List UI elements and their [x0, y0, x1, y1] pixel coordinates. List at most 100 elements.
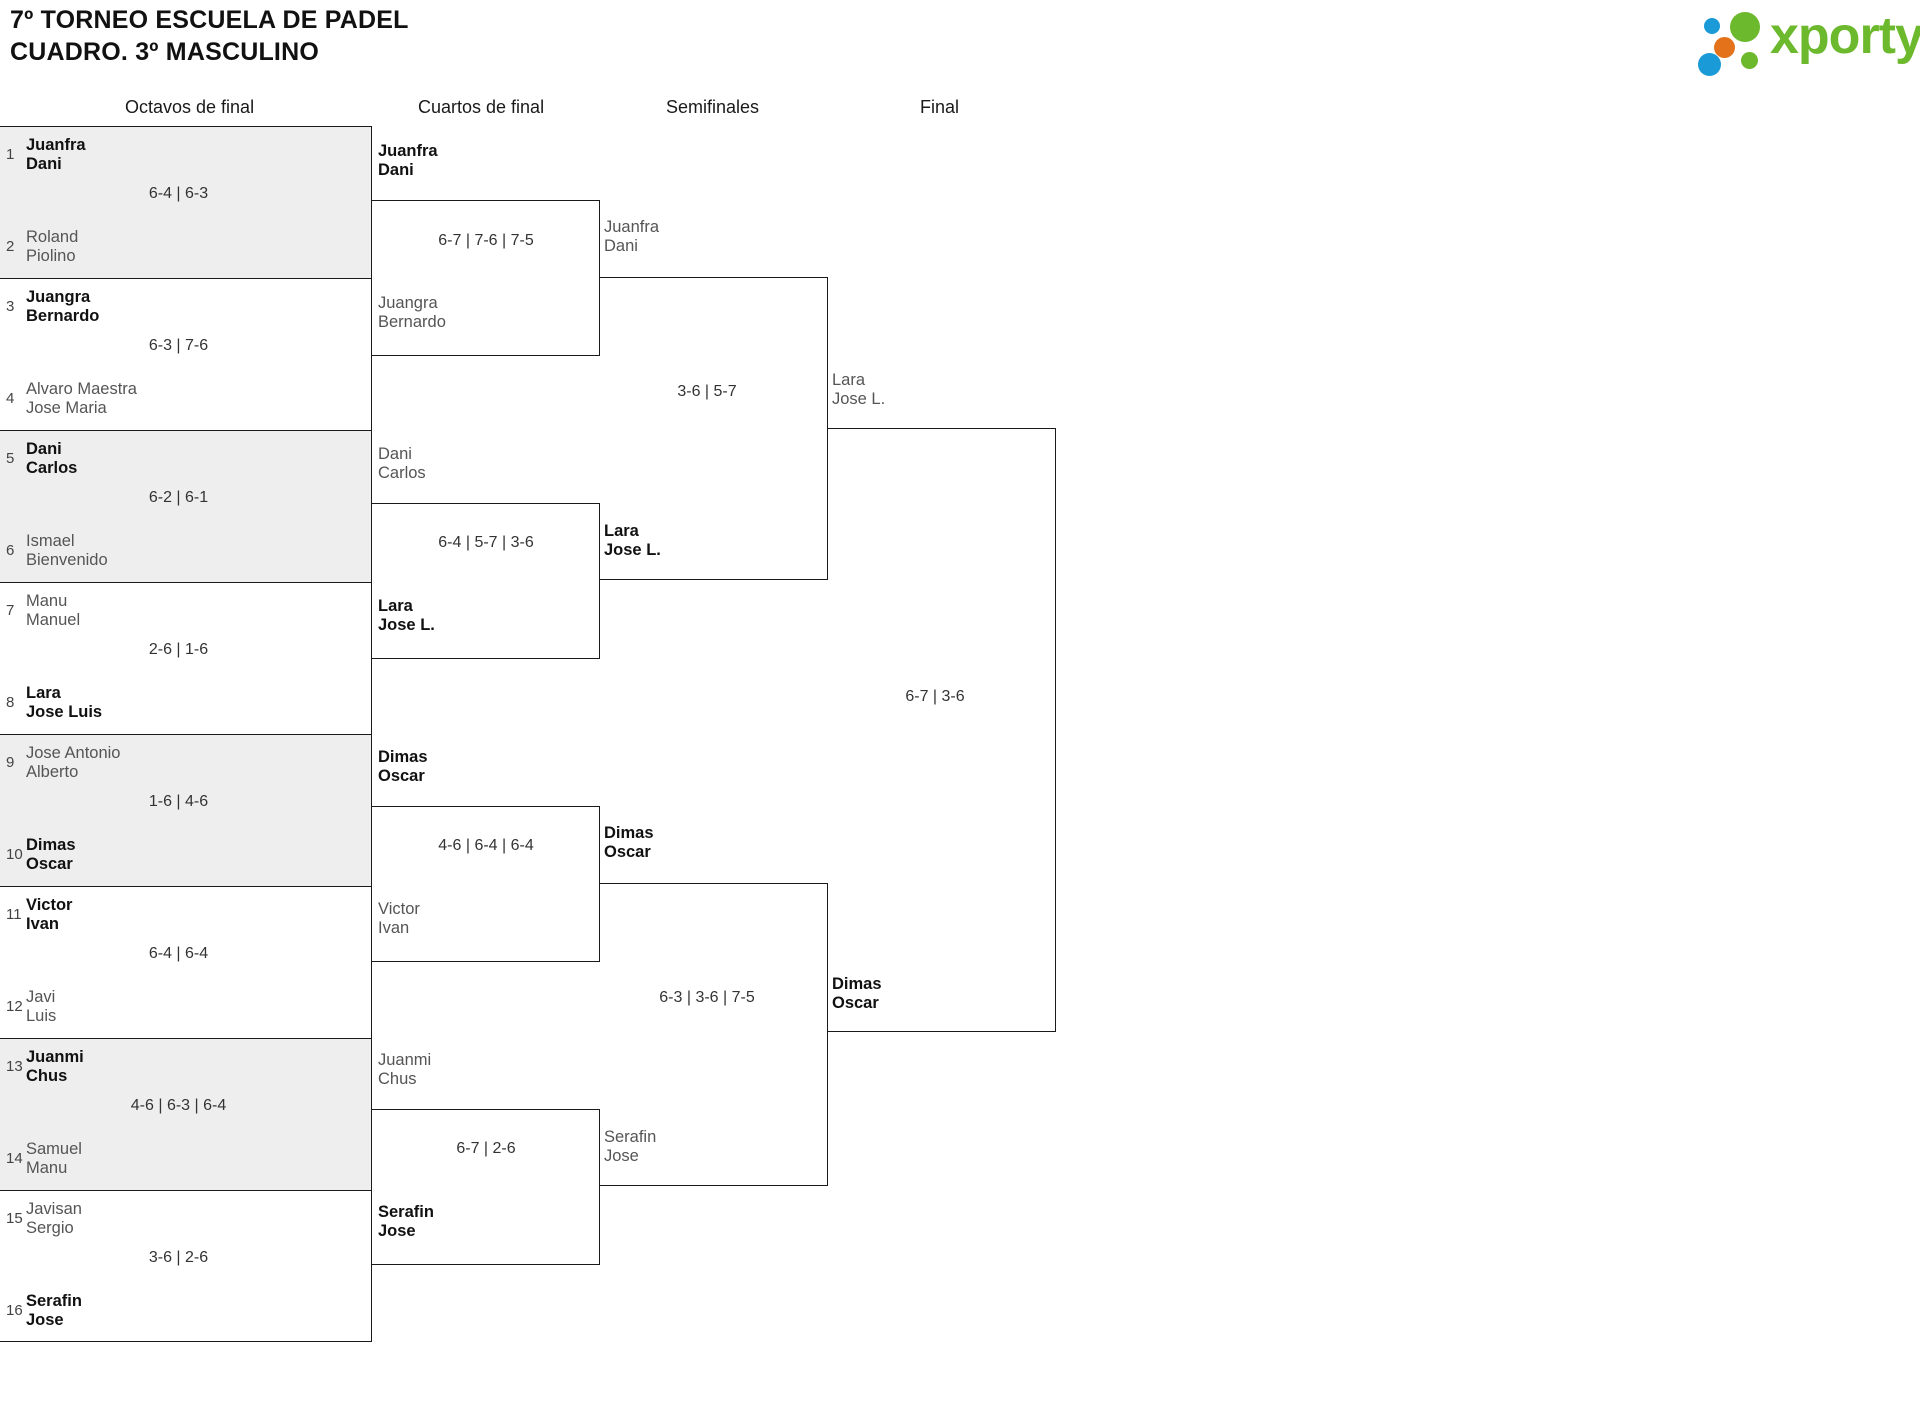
match-row[interactable]: 7 Manu Manuel 2-6 | 1-6 8 Lara Jose Luis — [0, 582, 372, 734]
round-header-cuartos: Cuartos de final — [418, 97, 545, 117]
team-top: Jose Antonio Alberto — [26, 744, 121, 782]
team-top: Dani Carlos — [26, 440, 77, 478]
team-player-2: Jose L. — [832, 390, 886, 408]
qf-connector-box — [372, 503, 600, 659]
logo-wordmark: xporty — [1770, 7, 1920, 65]
team-player-2: Oscar — [832, 994, 879, 1012]
team-top: Juanmi Chus — [26, 1048, 84, 1086]
sf-team-top: Dimas Oscar — [604, 824, 654, 862]
team-player-1: Lara — [832, 371, 866, 389]
match-score: 6-7 | 2-6 — [456, 1140, 516, 1157]
team-player-2: Bernardo — [26, 307, 100, 325]
team-player-2: Alberto — [26, 763, 79, 781]
team-player-1: Ismael — [26, 532, 75, 550]
team-player-1: Manu — [26, 592, 68, 610]
match-score: 2-6 | 1-6 — [148, 641, 209, 658]
qf-team-top: Juanmi Chus — [378, 1051, 431, 1089]
team-player-2: Bienvenido — [26, 551, 108, 569]
match-row[interactable]: 13 Juanmi Chus 4-6 | 6-3 | 6-4 14 Samuel… — [0, 1038, 372, 1190]
seed-number: 11 — [6, 906, 22, 923]
sf-connector-box — [600, 277, 828, 580]
team-player-1: Juanmi — [26, 1048, 84, 1066]
team-player-2: Ivan — [26, 915, 60, 933]
team-player-2: Oscar — [378, 767, 425, 785]
logo-dot-orange-icon — [1714, 37, 1735, 58]
team-player-1: Javi — [26, 988, 56, 1006]
team-player-2: Manuel — [26, 611, 81, 629]
team-player-1: Victor — [26, 896, 73, 914]
sf-team-bottom: Lara Jose L. — [604, 522, 661, 560]
team-player-1: Lara — [378, 597, 413, 615]
team-top: Javisan Sergio — [26, 1200, 82, 1238]
team-player-2: Dani — [26, 155, 62, 173]
team-bottom: Alvaro Maestra Jose Maria — [26, 380, 137, 418]
team-player-1: Lara — [604, 522, 639, 540]
team-player-1: Alvaro Maestra — [26, 380, 137, 398]
sf-connector-box — [600, 883, 828, 1186]
final-connector-box — [828, 428, 1056, 1032]
final-team-top: Lara Jose L. — [832, 371, 885, 409]
round-header-semifinales: Semifinales — [666, 97, 760, 117]
team-player-2: Manu — [26, 1159, 68, 1177]
team-player-2: Jose — [378, 1222, 416, 1240]
team-player-1: Jose Antonio — [26, 744, 121, 762]
team-top: Victor Ivan — [26, 896, 72, 934]
team-player-2: Ivan — [378, 919, 410, 937]
team-player-2: Sergio — [26, 1219, 74, 1237]
title-line-1: 7º TORNEO ESCUELA DE PADEL — [10, 6, 409, 34]
qf-team-bottom: Victor Ivan — [378, 900, 420, 938]
team-player-2: Luis — [26, 1007, 57, 1025]
team-player-2: Jose — [26, 1311, 64, 1329]
team-player-2: Bernardo — [378, 313, 446, 331]
team-bottom: Samuel Manu — [26, 1140, 82, 1178]
team-player-2: Jose — [604, 1147, 639, 1165]
team-player-1: Serafin — [604, 1128, 657, 1146]
match-row[interactable]: 5 Dani Carlos 6-2 | 6-1 6 Ismael Bienven… — [0, 430, 372, 582]
page-title: 7º TORNEO ESCUELA DE PADEL CUADRO. 3º MA… — [10, 4, 409, 68]
team-player-1: Juangra — [378, 294, 438, 312]
match-score: 3-6 | 2-6 — [148, 1249, 209, 1266]
team-player-1: Lara — [26, 684, 61, 702]
xporty-logo[interactable]: xporty — [1698, 8, 1920, 76]
team-bottom: Javi Luis — [26, 988, 56, 1026]
sf-team-bottom: Serafin Jose — [604, 1128, 656, 1166]
match-score: 3-6 | 5-7 — [677, 383, 737, 400]
seed-number: 2 — [6, 238, 15, 255]
seed-number: 10 — [6, 846, 23, 863]
team-player-1: Dani — [378, 445, 412, 463]
team-player-1: Dani — [26, 440, 62, 458]
match-row[interactable]: 15 Javisan Sergio 3-6 | 2-6 16 Serafin J… — [0, 1190, 372, 1342]
qf-team-bottom: Juangra Bernardo — [378, 294, 446, 332]
team-player-2: Jose L. — [604, 541, 661, 559]
match-row[interactable]: 11 Victor Ivan 6-4 | 6-4 12 Javi Luis — [0, 886, 372, 1038]
match-score: 1-6 | 4-6 — [148, 793, 209, 810]
logo-dot-green-small-icon — [1741, 52, 1758, 69]
team-player-2: Oscar — [604, 843, 651, 861]
match-row[interactable]: 1 Juanfra Dani 6-4 | 6-3 2 Roland Piolin… — [0, 126, 372, 278]
team-player-1: Juanfra — [378, 142, 438, 160]
sf-team-top: Juanfra Dani — [604, 218, 659, 256]
qf-team-bottom: Lara Jose L. — [378, 597, 435, 635]
logo-dot-green-large-icon — [1730, 12, 1760, 42]
qf-team-top: Juanfra Dani — [378, 142, 438, 180]
seed-number: 1 — [6, 146, 15, 163]
team-bottom: Dimas Oscar — [26, 836, 76, 874]
qf-connector-box — [372, 200, 600, 356]
seed-number: 7 — [6, 602, 15, 619]
match-row[interactable]: 3 Juangra Bernardo 6-3 | 7-6 4 Alvaro Ma… — [0, 278, 372, 430]
seed-number: 13 — [6, 1058, 23, 1075]
team-player-1: Samuel — [26, 1140, 82, 1158]
title-line-2: CUADRO. 3º MASCULINO — [10, 38, 319, 66]
seed-number: 16 — [6, 1302, 23, 1319]
team-top: Juangra Bernardo — [26, 288, 99, 326]
match-score: 4-6 | 6-3 | 6-4 — [130, 1097, 227, 1114]
team-player-2: Chus — [26, 1067, 68, 1085]
match-score: 6-4 | 6-3 — [148, 185, 209, 202]
team-player-2: Carlos — [378, 464, 426, 482]
team-player-1: Dimas — [26, 836, 76, 854]
team-player-1: Serafin — [378, 1203, 434, 1221]
team-top: Manu Manuel — [26, 592, 80, 630]
match-row[interactable]: 9 Jose Antonio Alberto 1-6 | 4-6 10 Dima… — [0, 734, 372, 886]
qf-team-top: Dani Carlos — [378, 445, 426, 483]
seed-number: 4 — [6, 390, 15, 407]
